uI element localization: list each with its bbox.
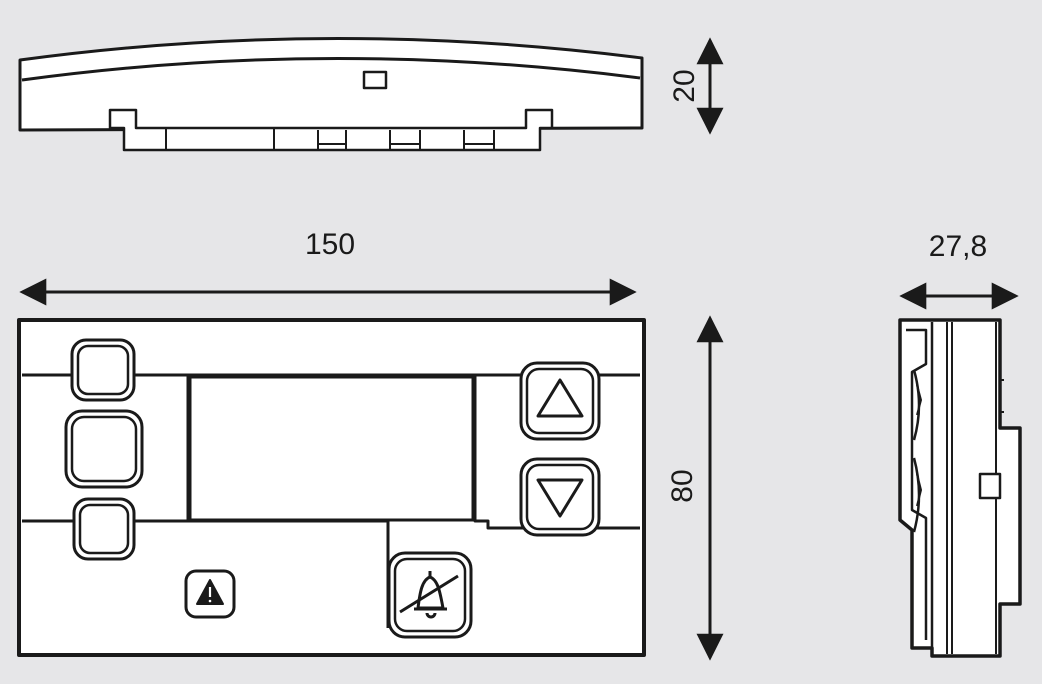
front-view <box>17 318 646 657</box>
triangle-up-icon <box>536 378 584 418</box>
dimension-label-depth: 27,8 <box>929 230 987 263</box>
mute-button[interactable] <box>387 551 473 639</box>
bell-muted-icon <box>399 571 459 619</box>
down-button[interactable] <box>519 457 601 537</box>
dimension-label-profile-height: 20 <box>668 69 701 102</box>
left-button-top[interactable] <box>70 338 136 402</box>
triangle-down-icon <box>536 478 584 518</box>
up-button[interactable] <box>519 361 601 441</box>
top-profile-view <box>18 37 644 152</box>
profile-led <box>362 70 388 90</box>
display-window <box>188 375 475 522</box>
left-button-bottom[interactable] <box>72 497 136 561</box>
dimension-label-width: 150 <box>305 228 355 261</box>
left-button-middle[interactable] <box>64 409 144 489</box>
alarm-indicator <box>184 569 236 619</box>
side-view <box>898 318 1022 658</box>
dimension-label-height: 80 <box>666 469 699 502</box>
